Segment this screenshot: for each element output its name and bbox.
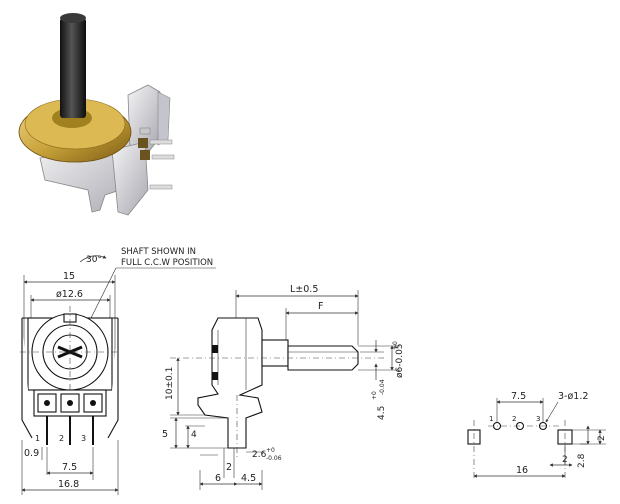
annotation-angle: 30°	[86, 255, 102, 265]
side-lead-4: 4	[191, 430, 197, 440]
potentiometer-photo	[18, 13, 175, 216]
pcb-tab-2: 2	[597, 435, 607, 441]
pcb-pin-2: 2	[512, 415, 516, 423]
side-flat-width: 4.5	[377, 406, 387, 420]
side-pin-thickness: 2.6	[252, 450, 267, 460]
pcb-tab-28: 2.8	[577, 453, 587, 468]
side-flat-width-tol-bottom: -0.04	[379, 379, 386, 395]
side-shaft-height: 10±0.1	[165, 367, 175, 400]
front-pin-offset: 0.9	[24, 448, 39, 459]
front-width-15: 15	[63, 271, 75, 282]
front-diameter: ø12.6	[56, 289, 83, 300]
side-view: L±0.5 F 10±0.1 ø6-0.05 +0 4.5	[162, 284, 405, 490]
pcb-tab-2b: 2	[562, 455, 568, 465]
front-pin-2: 2	[59, 434, 64, 443]
side-flat-width-tol-top: +0	[371, 391, 378, 400]
side-flat-length: F	[318, 301, 323, 312]
side-base-45: 4.5	[241, 473, 256, 484]
side-shaft-diameter-tol: +0	[392, 341, 399, 350]
pcb-layout-view: 7.5 3-ø1.2 1 2 3 16 2 2.8 2	[467, 391, 607, 480]
side-lead-5: 5	[162, 429, 168, 440]
side-lead-2: 2	[226, 462, 232, 473]
front-view: 15 ø12.6 1 2 3	[20, 271, 120, 495]
side-shaft-diameter: ø6-0.05	[395, 343, 405, 378]
front-overall-width: 16.8	[58, 479, 79, 490]
pcb-pin-3: 3	[536, 415, 540, 423]
annotation-line1: SHAFT SHOWN IN	[121, 247, 196, 257]
front-pin-spacing: 7.5	[62, 462, 77, 473]
pcb-width: 16	[516, 465, 528, 476]
side-base-6: 6	[215, 473, 221, 484]
front-pin-1: 1	[35, 434, 40, 443]
pcb-pin-1: 1	[489, 415, 493, 423]
annotation-line2: FULL C.C.W POSITION	[121, 258, 213, 268]
side-pin-tol-top: +0	[266, 447, 275, 454]
pcb-hole: 3-ø1.2	[558, 391, 588, 402]
pcb-pin-spacing: 7.5	[511, 391, 526, 402]
side-pin-tol-bottom: -0.06	[266, 455, 282, 462]
side-shaft-length: L±0.5	[290, 284, 318, 295]
front-pin-3: 3	[81, 434, 86, 443]
